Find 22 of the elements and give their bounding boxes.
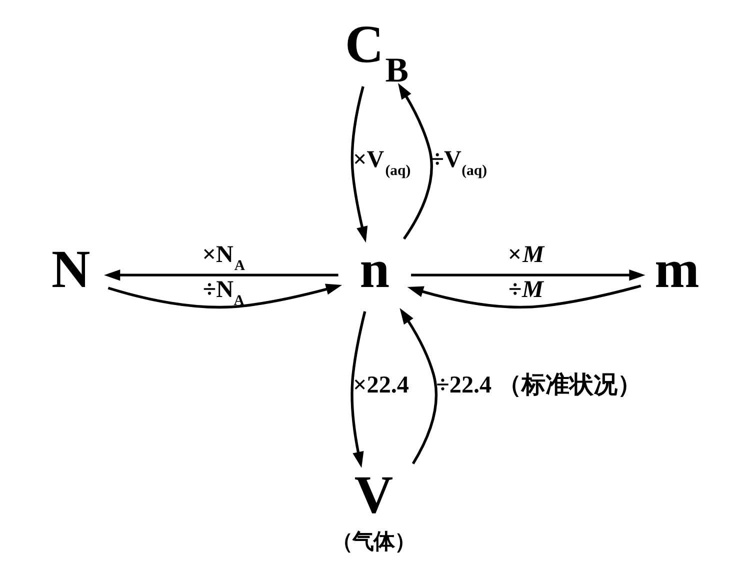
edge-label: ×V$_{(aq)}$ <box>352 147 410 180</box>
edge-label: ÷N$_{A}$ <box>202 277 244 310</box>
node-text: n <box>359 239 390 300</box>
arrow <box>107 284 342 309</box>
arrow <box>410 269 645 281</box>
arrow <box>397 83 432 240</box>
edge-label: ÷22.4 （标准状况） <box>436 372 642 398</box>
edge-label: ×22.4 <box>352 372 408 398</box>
edge-label: ÷M <box>508 277 543 304</box>
arrow <box>350 86 368 243</box>
edge-label: ×M <box>507 242 544 268</box>
node-text: V <box>354 464 393 524</box>
arrow <box>350 311 366 468</box>
node-text: C$_{B}$ <box>344 14 408 90</box>
node-text: m <box>654 239 699 300</box>
edge-label: ÷V$_{(aq)}$ <box>430 147 487 180</box>
arrow <box>104 269 338 281</box>
node-text: N <box>50 239 90 300</box>
arrow <box>406 284 641 308</box>
node-label: （气体） <box>331 529 416 554</box>
edge-label: ×N$_{A}$ <box>202 242 245 274</box>
arrow <box>399 308 437 464</box>
